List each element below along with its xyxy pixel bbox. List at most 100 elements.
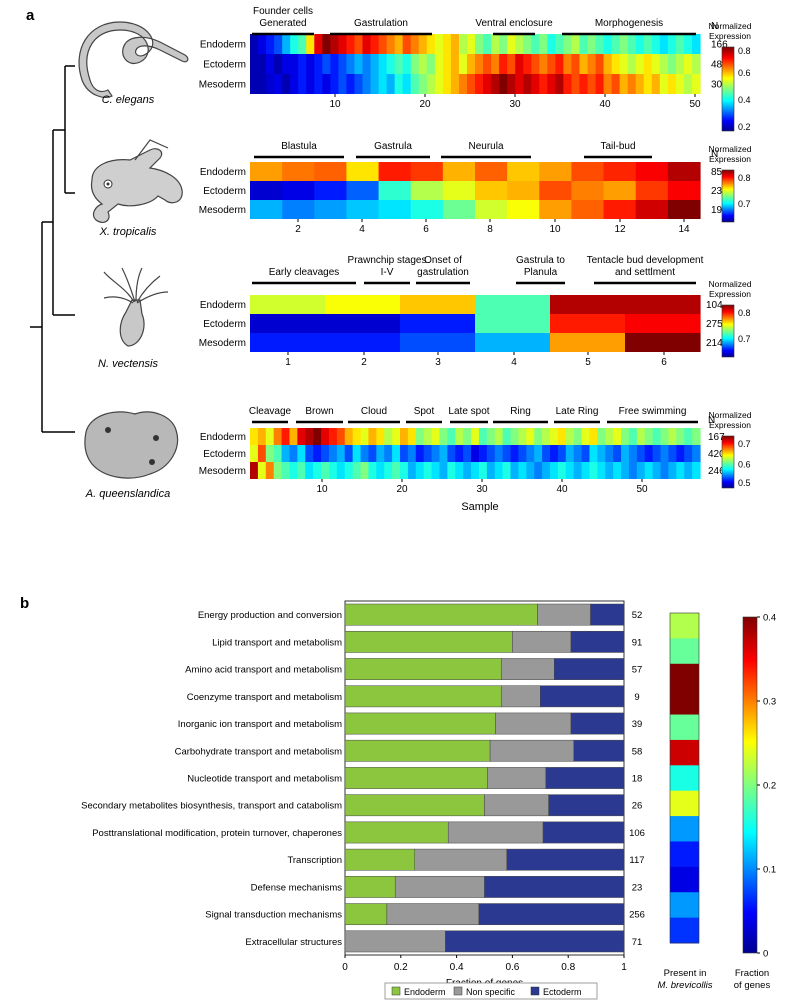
x-tick-label: 10 [549, 224, 561, 235]
heatmap-cell [573, 462, 583, 479]
heatmap-cell [282, 200, 315, 219]
x-tick-label: 12 [614, 224, 626, 235]
heatmap-cell [611, 34, 621, 54]
heatmap-cell [321, 462, 330, 479]
heatmap-cell [415, 445, 425, 462]
colorbar-tick-label: 0 [763, 949, 768, 960]
heatmap-cell [282, 54, 291, 74]
heatmap-cell [475, 181, 508, 200]
heatmap-cell [455, 428, 464, 445]
heatmap-cell [581, 462, 591, 479]
heatmap-cell [526, 428, 535, 445]
heatmap-cell [410, 34, 420, 54]
x-tropicalis-drawing [90, 139, 183, 224]
heatmap-cell [434, 34, 444, 54]
stage-label: Gastrula to [516, 255, 565, 266]
heatmap-cell [603, 74, 613, 94]
heatmap-cell [603, 200, 637, 219]
heatmap-cell [627, 34, 637, 54]
heatmap-cell [555, 34, 564, 54]
heatmap-cell [328, 445, 338, 462]
heatmap-cell [563, 34, 573, 54]
heatmap-cell [475, 74, 484, 94]
heatmap-cell [625, 333, 701, 352]
heatmap-cell [354, 34, 364, 54]
heatmap-cell [542, 462, 551, 479]
heatmap-cell [466, 34, 476, 54]
heatmap-cell [573, 428, 583, 445]
x-tick-label: 6 [661, 357, 667, 368]
heatmap-cell [352, 428, 362, 445]
heatmap-cell [523, 54, 532, 74]
heatmap-cell [418, 34, 428, 54]
bar-segment-non-specific [500, 685, 541, 708]
heatmap-cell [314, 162, 348, 181]
heatmap-cell [400, 462, 409, 479]
category-label: Extracellular structures [245, 937, 342, 948]
bar-segment-ectoderm [445, 930, 625, 953]
heatmap-cell [659, 54, 669, 74]
stage-label: Ring [510, 406, 531, 417]
heatmap-cell [466, 74, 476, 94]
presence-cell [670, 739, 699, 766]
bar-segment-non-specific [447, 821, 544, 844]
stage-label: Late spot [448, 406, 489, 417]
heatmap-cell [651, 54, 661, 74]
heatmap-cell [676, 445, 685, 462]
heatmap-cell [250, 54, 259, 74]
heatmap-cell [466, 54, 476, 74]
count-value: 167 [708, 432, 725, 443]
heatmap-cell [400, 445, 409, 462]
bar-segment-ectoderm [542, 821, 625, 844]
heatmap-cell [354, 74, 364, 94]
heatmap-cell [652, 462, 662, 479]
heatmap-cell [346, 200, 380, 219]
heatmap-cell [434, 74, 444, 94]
presence-title: M. brevicollis [658, 980, 713, 991]
heatmap-cell [668, 428, 677, 445]
bar-segment-ectoderm [506, 848, 625, 871]
heatmap-cell [392, 445, 401, 462]
heatmap-cell [510, 462, 520, 479]
heatmap-cell [338, 74, 348, 94]
heatmap-cell [322, 74, 331, 94]
heatmap-cell [523, 34, 532, 54]
presence-cell [670, 663, 699, 690]
count-label: 23 [632, 882, 643, 893]
heatmap-cell [415, 462, 425, 479]
heatmap-cell [250, 445, 259, 462]
heatmap-cell [667, 181, 701, 200]
heatmap-cell [667, 34, 677, 54]
heatmap-cell [659, 74, 669, 94]
heatmap-cell [290, 34, 299, 54]
heatmap-cell [597, 428, 606, 445]
heatmap-cell [407, 462, 417, 479]
heatmap-cell [557, 428, 567, 445]
count-label: 91 [632, 637, 643, 648]
legend: Endoderm Non specific Ectoderm [384, 982, 598, 1000]
heatmap-cell [526, 462, 535, 479]
stage-label: Spot [414, 406, 435, 417]
colorbar-title: Normalized [709, 21, 752, 31]
heatmap-cell [431, 445, 441, 462]
heatmap-cell [394, 34, 404, 54]
heatmap-cell [539, 34, 548, 54]
heatmap-cell [447, 428, 456, 445]
tissue-label: Endoderm [200, 432, 246, 443]
bar-segment-ectoderm [554, 658, 625, 680]
heatmap-cell [426, 74, 436, 94]
heatmap-cell [423, 428, 433, 445]
stage-label: Tentacle bud development [587, 255, 704, 266]
x-tick-label: 14 [678, 224, 690, 235]
heatmap-cell [628, 462, 638, 479]
heatmap-cell [258, 74, 267, 94]
heatmap-cell [692, 445, 701, 462]
heatmap-cell [667, 74, 677, 94]
colorbar-tick-label: 0.8 [738, 308, 751, 318]
heatmap-cell [483, 54, 492, 74]
heatmap-cell [314, 54, 323, 74]
heatmap-cell [407, 445, 417, 462]
heatmap-cell [346, 54, 356, 74]
heatmap-cell [611, 74, 621, 94]
